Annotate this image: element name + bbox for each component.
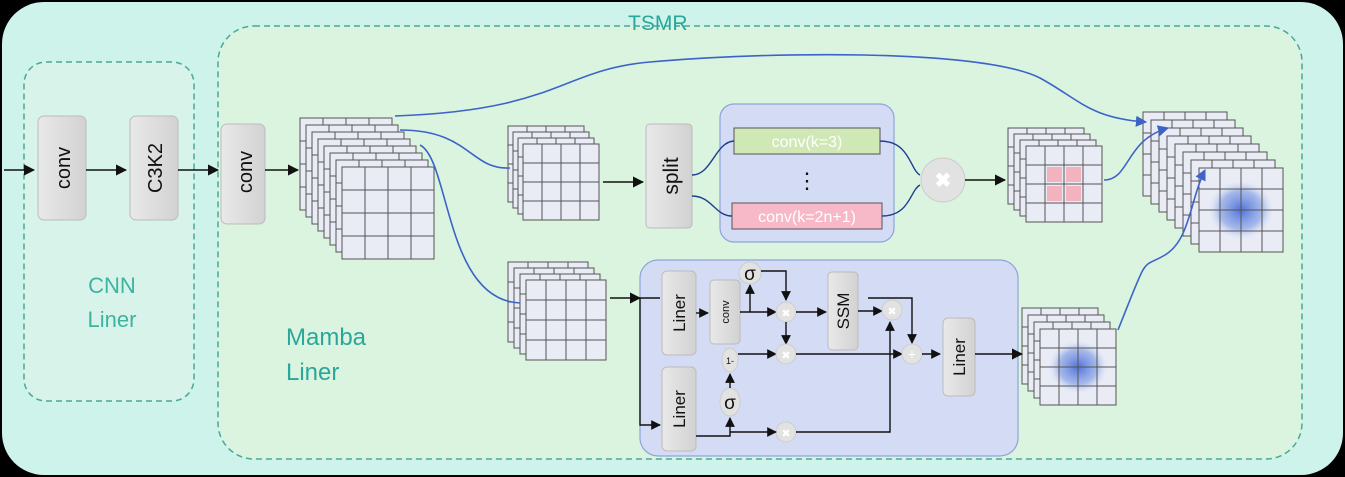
feature-stack-mamba-input [507, 261, 607, 361]
arrow-to-add [868, 297, 917, 344]
sigma-bottom-node: σ [719, 387, 741, 417]
main-conv-label: conv [235, 151, 257, 193]
k2n1-to-mult-line [881, 184, 921, 217]
liner-bottom-label: Liner [670, 390, 689, 428]
branch1-to-output [1103, 125, 1170, 181]
mamba-label-line1: Mamba [286, 324, 367, 351]
arrow-mult4-mult3 [796, 321, 895, 433]
small-conv-label: conv [720, 300, 732, 324]
k3-to-mult-line [879, 140, 921, 176]
multiply-node-3: ✖ [881, 299, 903, 321]
conv-k2n1-label: conv(k=2n+1) [758, 209, 856, 226]
conv-k2n1-box: conv(k=2n+1) [731, 202, 883, 230]
mamba-label-line2: Liner [286, 359, 339, 386]
skip-connection-top [394, 53, 1148, 127]
c3k2-label: C3K2 [145, 143, 167, 193]
multiply-node-4: ✖ [775, 421, 797, 443]
ssm-block: SSM [827, 271, 859, 351]
branch-to-split-stack [399, 129, 511, 169]
multiply-node-1: ✖ [775, 301, 797, 323]
arrow-liner-sigma [696, 417, 735, 437]
c3k2-block: C3K2 [129, 115, 179, 221]
liner-out-block: Liner [942, 317, 976, 397]
split-to-k2n1-line [691, 195, 733, 217]
branch-to-mamba-stack [419, 144, 521, 304]
small-conv-block: conv [709, 279, 741, 345]
main-conv-block: conv [220, 123, 266, 225]
svg-text:✖: ✖ [781, 428, 790, 440]
tsmr-title: TSMR [628, 12, 688, 35]
svg-text:✖: ✖ [781, 308, 790, 320]
cnn-group-box [23, 61, 195, 402]
svg-text:✖: ✖ [781, 350, 790, 362]
conv-k3-box: conv(k=3) [733, 127, 881, 155]
split-to-k3-line [691, 140, 735, 176]
svg-text:✖: ✖ [887, 306, 896, 318]
multiply-node-2: ✖ [775, 343, 797, 365]
svg-text:✖: ✖ [935, 170, 952, 192]
liner-top-block: Liner [661, 270, 697, 356]
conv-k3-label: conv(k=3) [772, 134, 843, 151]
feature-stack-large [299, 117, 435, 260]
feature-stack-multikernel-output [1007, 127, 1103, 223]
cnn-label-line1: CNN [88, 273, 136, 298]
sigma-top-node: σ [738, 261, 762, 285]
ssm-label: SSM [834, 293, 853, 330]
liner-bottom-block: Liner [661, 366, 697, 452]
multiply-node-main: ✖ [920, 157, 966, 203]
svg-text:+: + [908, 346, 916, 362]
arrow-sigma-mult1 [761, 270, 791, 301]
cnn-conv-label: conv [53, 147, 75, 189]
feature-stack-mamba-output [1021, 307, 1117, 406]
cnn-label-line2: Liner [88, 307, 137, 332]
split-block: split [645, 123, 693, 229]
branch2-to-output [1117, 168, 1206, 331]
arrow-to-liner-bottom [639, 298, 661, 430]
one-minus-node: 1- [721, 347, 739, 373]
feature-stack-split-input [507, 125, 600, 221]
cnn-conv-block: conv [37, 115, 87, 221]
add-node: + [901, 343, 923, 365]
ellipsis-dots: ⋮ [796, 168, 818, 193]
sigma-top-label: σ [744, 264, 756, 285]
split-label: split [660, 157, 683, 195]
sigma-bottom-label: σ [724, 393, 736, 414]
liner-top-label: Liner [670, 294, 689, 332]
liner-out-label: Liner [950, 338, 969, 376]
one-minus-label: 1- [726, 356, 734, 366]
